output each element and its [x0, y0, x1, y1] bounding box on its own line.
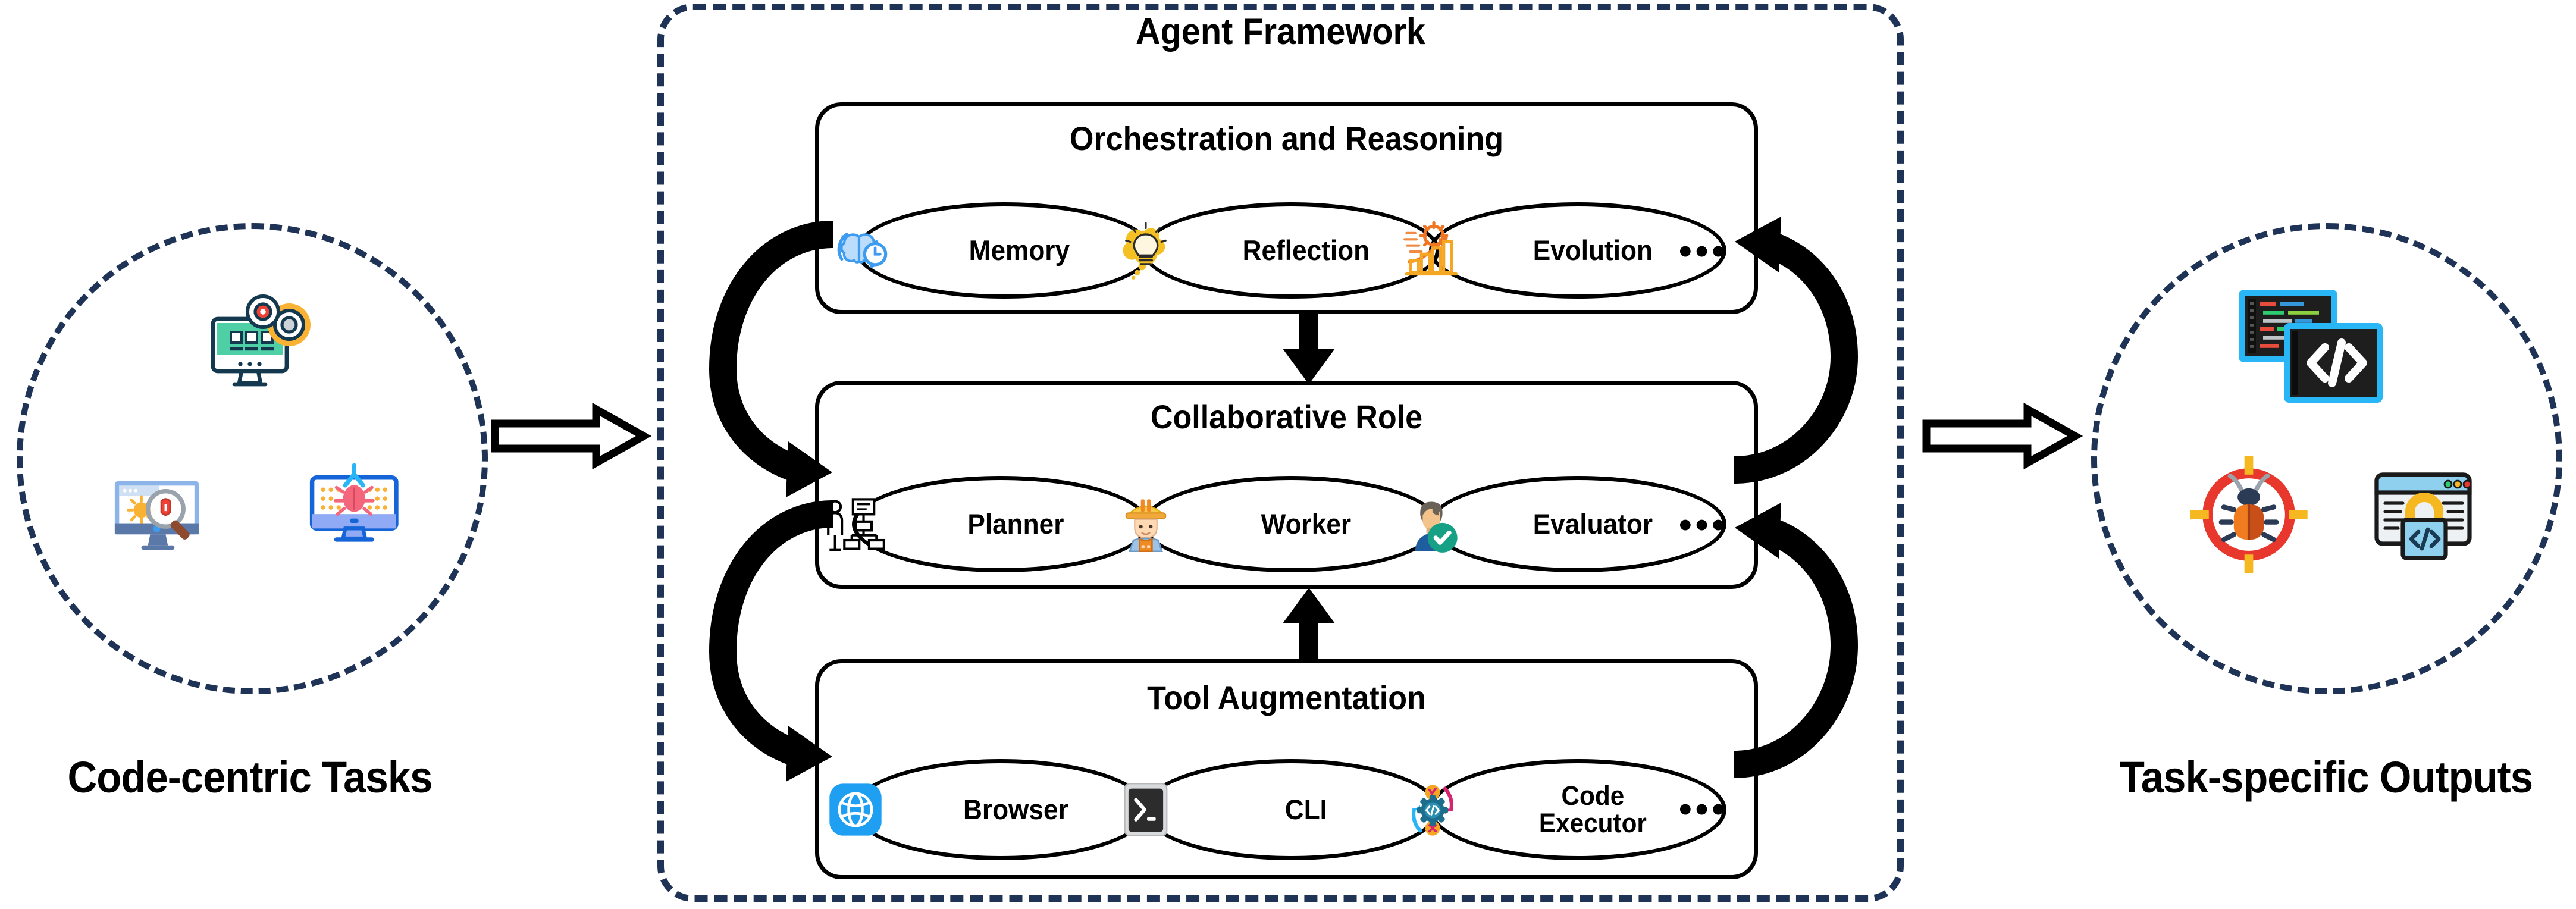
task-specific-outputs-label: Task-specific Outputs — [2119, 753, 2533, 802]
capsule-label-planner: Planner — [967, 507, 1064, 540]
capsule-memory[interactable]: Memory — [837, 202, 1153, 299]
panel-title-collaborative-role: Collaborative Role — [1150, 398, 1423, 435]
globe-browser-icon — [829, 783, 882, 836]
capsule-label-code-executor: Code Executor — [1538, 780, 1647, 838]
capsule-label-browser: Browser — [963, 793, 1068, 825]
capsule-label-reflection: Reflection — [1242, 234, 1370, 266]
panel-title-tool-augmentation: Tool Augmentation — [1147, 679, 1426, 716]
brain-clock-memory-icon — [837, 233, 888, 268]
code-generation-monitor-gears-icon — [211, 294, 311, 387]
panel-title-orchestration: Orchestration and Reasoning — [1069, 120, 1504, 157]
ellipsis-collaborative-role: ••• — [1679, 504, 1729, 546]
terminal-prompt-icon — [1124, 783, 1168, 836]
agent-framework-title: Agent Framework — [1135, 11, 1425, 52]
capsule-evaluator[interactable]: Evaluator — [1415, 476, 1726, 572]
capsule-planner[interactable]: Planner — [827, 476, 1149, 572]
capsule-cli[interactable]: CLI — [1124, 759, 1440, 860]
capsule-code-executor[interactable]: Code Executor — [1411, 759, 1726, 860]
construction-worker-icon — [1125, 499, 1167, 553]
capsule-reflection[interactable]: Reflection — [1123, 202, 1440, 299]
gear-growth-chart-icon — [1403, 221, 1458, 276]
lightbulb-thought-icon — [1123, 222, 1167, 280]
curved-arrow-role-to-orchestration-right — [1734, 217, 1859, 484]
curved-arrow-orchestration-to-role-left — [709, 221, 833, 497]
bug-target-icon — [2190, 456, 2308, 573]
org-chart-planner-icon — [827, 498, 885, 551]
capsule-label-evaluator: Evaluator — [1533, 507, 1653, 540]
capsule-label-cli: CLI — [1284, 793, 1327, 825]
gear-code-executor-icon — [1411, 785, 1454, 836]
capsule-label-worker: Worker — [1261, 507, 1352, 540]
vulnerability-scan-monitor-magnifier-icon — [114, 481, 199, 550]
capsule-worker[interactable]: Worker — [1125, 476, 1440, 572]
capsule-browser[interactable]: Browser — [829, 759, 1149, 860]
person-check-evaluator-icon — [1415, 501, 1458, 553]
curved-arrow-tool-to-role-right — [1734, 503, 1859, 778]
arrow-up-tool-to-role — [1283, 588, 1335, 662]
ellipsis-tool-augmentation: ••• — [1679, 789, 1729, 830]
input-block-arrow — [491, 402, 652, 470]
output-block-arrow — [1922, 402, 2083, 470]
arrow-down-orchestration-to-role — [1283, 312, 1335, 384]
capsule-label-evolution: Evolution — [1533, 234, 1653, 266]
capsule-evolution[interactable]: Evolution — [1403, 202, 1726, 299]
code-windows-icon — [2239, 290, 2383, 403]
code-centric-tasks-label: Code-centric Tasks — [67, 753, 433, 802]
debugging-monitor-bug-icon — [309, 463, 399, 542]
capsule-label-memory: Memory — [969, 234, 1070, 266]
curved-arrow-role-to-tool-left — [709, 500, 833, 782]
secure-code-lock-icon — [2374, 472, 2472, 560]
ellipsis-orchestration: ••• — [1679, 231, 1729, 272]
